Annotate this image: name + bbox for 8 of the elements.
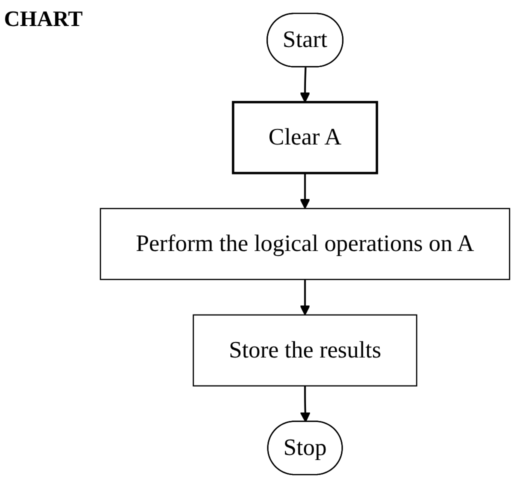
arrow xyxy=(300,386,310,422)
node-box: Perform the logical operations on A xyxy=(100,208,510,280)
arrow xyxy=(300,67,310,103)
node-box: Clear A xyxy=(232,100,378,174)
title: CHART xyxy=(4,6,83,32)
node-box: Store the results xyxy=(192,314,418,386)
arrow xyxy=(300,173,310,209)
arrow xyxy=(300,279,310,316)
